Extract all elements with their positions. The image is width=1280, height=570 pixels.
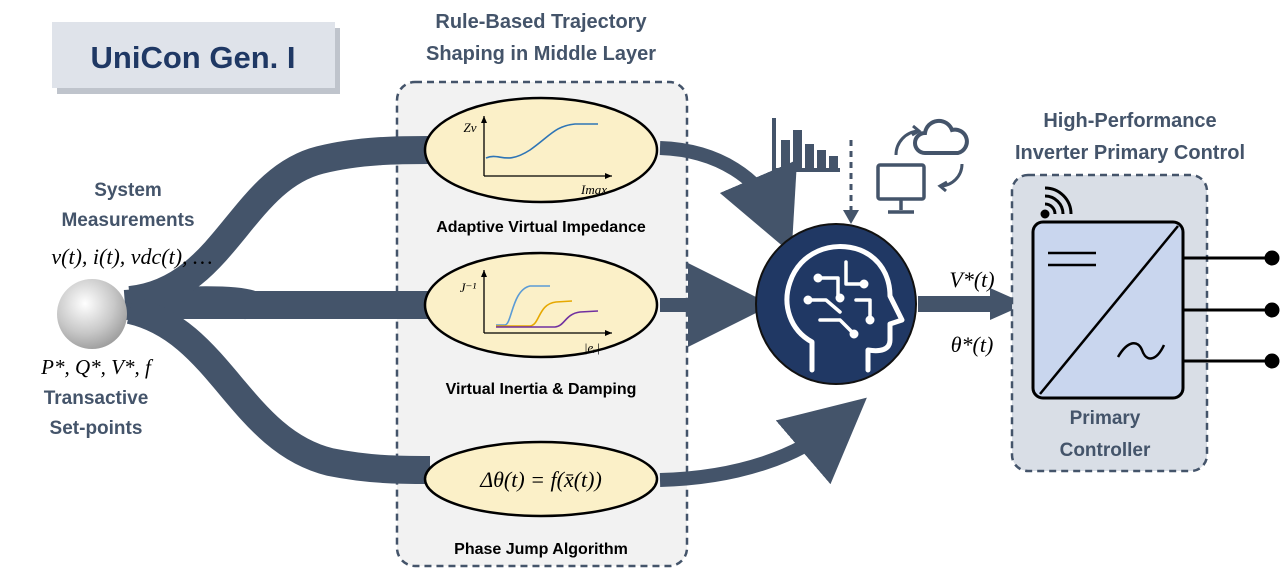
bar-chart-icon — [772, 118, 840, 172]
theta-ref-label: θ*(t) — [951, 332, 994, 357]
v-ref-label: V*(t) — [949, 267, 994, 292]
phase-jump-formula: Δθ(t) = f(x̄(t)) — [479, 467, 602, 492]
measurements-line-2: Measurements — [61, 210, 194, 231]
primary-box-line-1: Primary — [1070, 408, 1141, 429]
block-phase-jump: Δθ(t) = f(x̄(t)) Phase Jump Algorithm — [423, 440, 659, 558]
dashed-arrow-head — [843, 210, 859, 224]
inertia-block-label: Virtual Inertia & Damping — [446, 381, 637, 398]
phase-jump-block-label: Phase Jump Algorithm — [454, 541, 628, 558]
measurements-math: v(t), i(t), vdc(t), … — [51, 244, 212, 269]
block-adaptive-impedance: Zv Imax Adaptive Virtual Impedance — [423, 96, 659, 236]
primary-heading-1: High-Performance — [1043, 110, 1216, 132]
primary-box-line-2: Controller — [1060, 440, 1151, 461]
primary-heading-2: Inverter Primary Control — [1015, 142, 1245, 164]
inertia-x-label: |eᵣ| — [584, 340, 600, 355]
ai-to-primary-arrow-head — [990, 288, 1026, 320]
three-phase-output-lines — [1183, 250, 1280, 369]
impedance-x-label: Imax — [580, 182, 607, 197]
wireless-signal-icon — [1040, 186, 1073, 219]
middle-layer-heading-2: Shaping in Middle Layer — [426, 43, 656, 65]
cloud-computer-sync-icon — [876, 118, 969, 214]
ai-brain-node — [755, 223, 917, 385]
middle-layer-heading-1: Rule-Based Trajectory — [435, 11, 647, 33]
impedance-block-label: Adaptive Virtual Impedance — [436, 219, 646, 236]
setpoints-math: P*, Q*, V*, f — [40, 355, 154, 379]
impedance-y-label: Zv — [464, 120, 477, 135]
setpoints-line-2: Set-points — [50, 418, 143, 439]
input-node-sphere — [57, 279, 127, 349]
measurements-line-1: System — [94, 180, 162, 201]
inverter-icon — [1031, 220, 1185, 400]
ellipse-to-ai-arrows — [659, 141, 867, 487]
title-label: UniCon Gen. I — [91, 40, 296, 75]
title-box: UniCon Gen. I — [52, 22, 340, 94]
setpoints-line-1: Transactive — [44, 388, 149, 409]
brain-head-icon — [784, 244, 905, 373]
block-virtual-inertia: J⁻¹ |eᵣ| Virtual Inertia & Damping — [423, 251, 659, 398]
inertia-y-label: J⁻¹ — [460, 280, 477, 295]
flow-bands — [123, 136, 431, 484]
